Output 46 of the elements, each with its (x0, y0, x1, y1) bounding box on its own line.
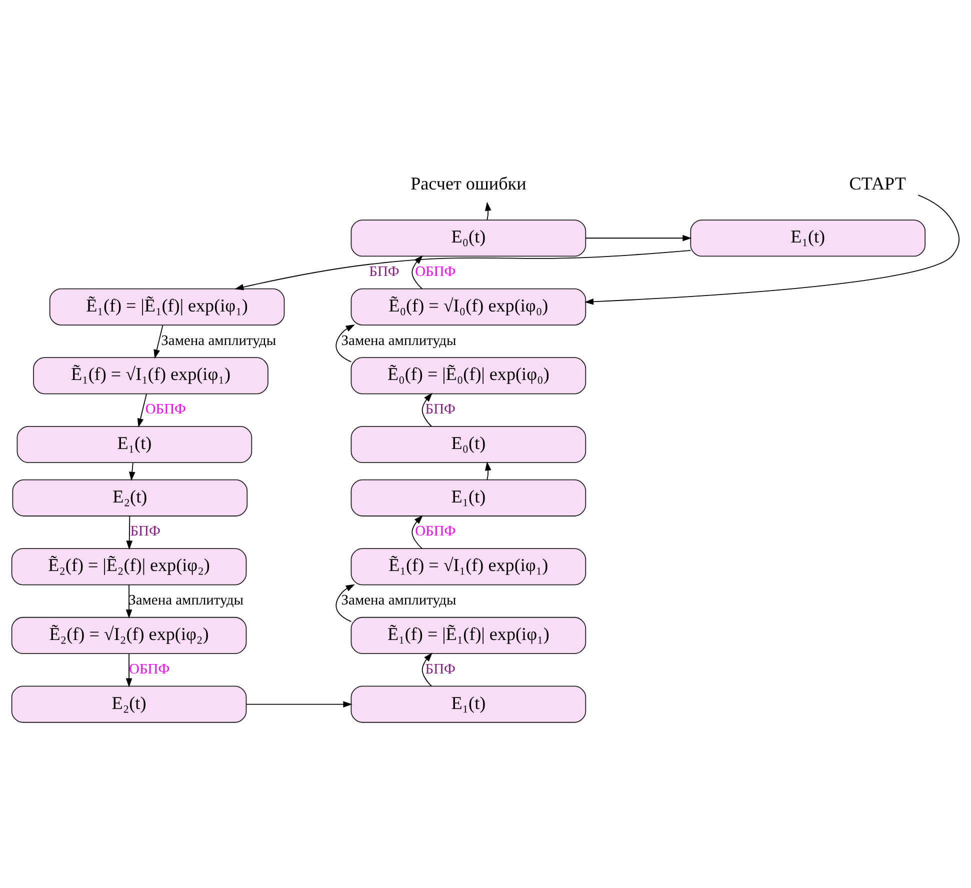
node-box: E₁(t) (350, 685, 586, 722)
arrow (126, 584, 132, 618)
edge-label: БПФ (369, 263, 400, 280)
arrow (246, 700, 352, 707)
edge-label: ОБПФ (129, 660, 170, 677)
node-box: E₀(t) (350, 219, 586, 256)
edge-label: Замена амплитуды (341, 592, 456, 608)
edge-label: БПФ (425, 401, 456, 418)
node-box: Ẽ₀(f) = |Ẽ₀(f)| exp(iφ₀) (350, 356, 586, 394)
node-text: Расчет ошибки (410, 172, 526, 193)
arrow (336, 324, 355, 362)
node-box: E₁(t) (16, 425, 252, 463)
arrow (126, 515, 133, 550)
node-text: СТАРТ (849, 172, 906, 193)
arrow (485, 461, 492, 480)
edge-label: БПФ (130, 523, 160, 540)
edge-label: ОБПФ (415, 523, 456, 540)
arrow (234, 249, 692, 290)
edge-label: ОБПФ (415, 263, 456, 280)
arrow (584, 194, 960, 304)
arrow (128, 462, 136, 480)
arrow (585, 234, 692, 241)
arrow (485, 201, 492, 220)
arrow (336, 584, 355, 622)
arrow (412, 514, 423, 548)
node-box: Ẽ₂(f) = |Ẽ₂(f)| exp(iφ₂) (11, 548, 247, 585)
node-box: E₁(t) (690, 219, 926, 256)
node-box: E₀(t) (350, 425, 586, 463)
arrow (422, 392, 432, 426)
node-box: E₁(t) (350, 478, 586, 516)
node-box: Ẽ₁(f) = |Ẽ₁(f)| exp(iφ₁) (49, 288, 285, 325)
arrow (154, 324, 164, 358)
node-box: E₂(t) (12, 478, 248, 516)
edge-label: Замена амплитуды (161, 332, 276, 348)
node-box: Ẽ₁(f) = |Ẽ₁(f)| exp(iφ₁) (350, 616, 586, 654)
arrow (137, 392, 147, 427)
node-box: Ẽ₁(f) = √I₁(f) exp(iφ₁) (33, 356, 268, 394)
edge-label: Замена амплитуды (341, 332, 456, 348)
arrow (126, 652, 132, 687)
edge-label: БПФ (425, 660, 456, 677)
arrow (422, 652, 432, 686)
node-box: Ẽ₂(f) = √I₂(f) exp(iφ₂) (11, 616, 247, 654)
edge-label: ОБПФ (145, 401, 186, 418)
node-box: Ẽ₀(f) = √I₀(f) exp(iφ₀) (350, 288, 586, 325)
node-box: Ẽ₁(f) = √I₁(f) exp(iφ₁) (350, 548, 586, 585)
node-box: E₂(t) (11, 685, 247, 722)
